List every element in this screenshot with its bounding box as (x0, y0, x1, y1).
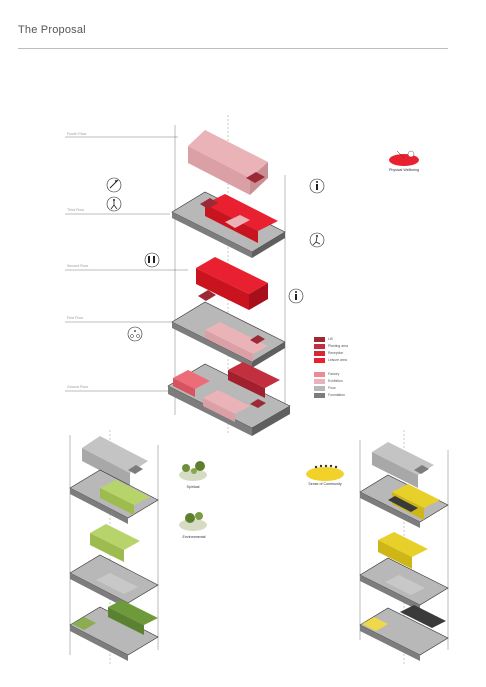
yellow-floor-3-dark (388, 496, 418, 512)
yellow-top-slab (372, 442, 434, 475)
spiritual-badge (179, 461, 207, 481)
spiritual-caption: Spiritual (186, 485, 200, 489)
legend-swatch-reception (314, 351, 325, 356)
first-floor-exhibition-top (205, 322, 268, 354)
cycling-person-icon (127, 326, 143, 342)
green-floor-2-volume-side (90, 533, 124, 562)
first-floor-lift (250, 335, 265, 344)
yellow-ground-side (360, 625, 420, 661)
third-floor-lift (200, 198, 218, 209)
green-floor-2-volume (90, 524, 140, 550)
yellow-floor-3-side (360, 492, 420, 528)
ground-floor-factory-side (173, 378, 195, 397)
ground-floor-exhibition-top (203, 390, 250, 414)
legend-label-planting-area: Planting area (328, 344, 348, 348)
second-floor-label: Second Floor (67, 264, 89, 268)
single-person-icon (288, 288, 304, 304)
green-floor-1-volume (96, 573, 138, 594)
legend-label-foundation: Foundation (328, 393, 345, 397)
ground-floor-lift (250, 399, 266, 408)
yellow-ground-patch (362, 617, 388, 631)
physical-wellbeing-caption: Physical Wellbeing (388, 168, 420, 172)
fourth-floor-lift (246, 172, 265, 183)
community-badge (306, 464, 344, 481)
legend-swatch-foundation (314, 393, 325, 398)
yellow-ground-dark (400, 605, 446, 628)
legend-label-lift: Lift (328, 337, 333, 341)
ground-floor-planting-side (228, 370, 265, 398)
ground-floor-exhibition-side (203, 398, 235, 422)
yellow-top-slab-side (372, 452, 418, 488)
green-ground-patch (72, 617, 96, 630)
green-top-slab-side (82, 448, 130, 486)
ground-floor-factory-top (173, 370, 210, 389)
stairs-person-icon (106, 177, 122, 193)
green-floor-3-volume (100, 480, 150, 505)
legend-swatch-lift (314, 337, 325, 342)
green-floor-1-side (70, 573, 128, 609)
toilet-icon (144, 252, 160, 268)
fourth-floor-slab-side (188, 146, 250, 195)
legend-swatches (314, 337, 325, 398)
green-ground-garden (108, 600, 158, 625)
second-floor-lift (198, 290, 216, 301)
yellow-top-lift (414, 465, 429, 474)
yellow-floor-1-side (360, 575, 420, 611)
community-caption: Sense of Community (308, 482, 342, 486)
third-floor-plate-side (172, 212, 252, 258)
page-title: The Proposal (18, 24, 86, 36)
green-floor-3-volume-side (100, 488, 134, 515)
legend-label-reception: Reception (328, 351, 344, 355)
ground-floor-plate-end (252, 406, 290, 436)
yellow-floor-1-volume (385, 575, 425, 595)
ground-floor-planting-top (228, 362, 280, 388)
legend-swatch-planting-area (314, 344, 325, 349)
ground-floor-label: Ground Floor (67, 385, 89, 389)
second-floor-reception-end (249, 283, 268, 310)
legend-swatch-exhibition (314, 379, 325, 384)
walking-person-icon (106, 196, 122, 212)
second-floor-reception-top (196, 257, 268, 294)
activity-icons (106, 177, 325, 342)
third-floor-plate-end (252, 232, 285, 258)
third-floor-exhibition (225, 215, 250, 228)
legend-label-exhibition: Exhibition (328, 379, 343, 383)
ground-floor-plate-side (168, 386, 252, 436)
physical-wellbeing-badge (389, 150, 419, 166)
second-floor-reception-side (196, 268, 249, 310)
yellow-floor-2-volume-side (378, 540, 412, 569)
fourth-floor-label: Fourth Floor (67, 132, 87, 136)
third-floor-label: Third Floor (67, 208, 85, 212)
third-floor-leisure-top (205, 194, 278, 231)
environmental-badge (179, 512, 207, 531)
green-ground-side (70, 625, 128, 661)
green-stack (69, 430, 159, 665)
first-floor-plate-side (172, 322, 252, 368)
standing-person-icon (309, 178, 325, 194)
first-floor-label: First Floor (67, 316, 84, 320)
dancing-person-icon (309, 232, 325, 248)
green-top-lift (128, 465, 143, 474)
title-divider (18, 48, 448, 49)
yellow-floor-2-volume (378, 532, 428, 557)
fourth-floor-slab (188, 130, 268, 178)
first-floor-plate-end (252, 342, 285, 368)
legend-label-leisure-area: Leisure area (328, 358, 347, 362)
main-stack (65, 115, 291, 436)
first-floor-exhibition-side (205, 330, 253, 362)
green-floor-3-side (70, 488, 128, 524)
legend-label-floor: Floor (328, 386, 336, 390)
environmental-caption: Environmental (182, 535, 206, 539)
yellow-floor-3-volume (392, 484, 440, 508)
legend-swatch-leisure-area (314, 358, 325, 363)
legend-label-factory: Factory (328, 372, 340, 376)
green-top-slab (82, 436, 148, 473)
yellow-stack (359, 430, 449, 665)
legend-swatch-factory (314, 372, 325, 377)
green-ground-garden-side (108, 607, 144, 635)
legend-swatch-floor (314, 386, 325, 391)
